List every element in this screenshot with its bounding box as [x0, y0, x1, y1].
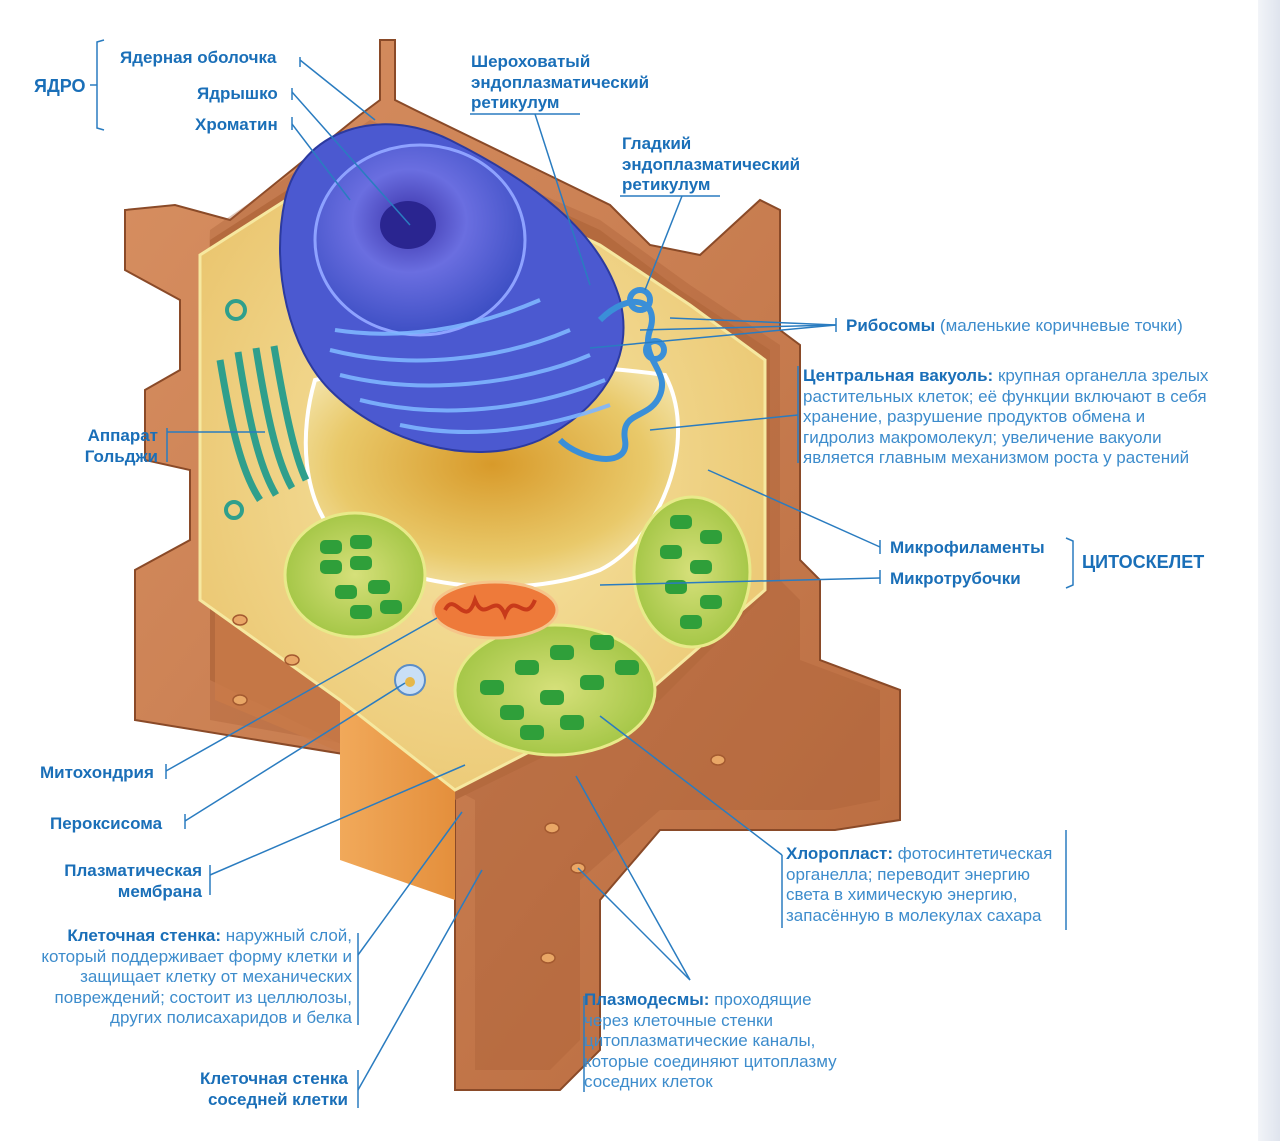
- rough-er-line-1: Шероховатый: [471, 52, 591, 71]
- label-nucleus-group: ЯДРО: [34, 76, 86, 96]
- chloroplast-name: Хлоропласт:: [786, 844, 894, 863]
- smooth-er-line-2: эндоплазматический: [622, 154, 801, 174]
- golgi-line-2: Гольджи: [84, 446, 158, 466]
- plasma-membrane-line-1: Плазматическая: [64, 861, 202, 880]
- cell-wall-line-5: других полисахаридов и белка: [110, 1008, 352, 1027]
- smooth-er: [557, 287, 667, 462]
- label-peroxisome: Пероксисома: [50, 814, 163, 833]
- plasmodesmata-line-5: соседних клеток: [584, 1072, 713, 1091]
- vacuole-line-3: хранение, разрушение продуктов обмена и: [803, 407, 1146, 426]
- cell-wall-line-3: защищает клетку от механических: [80, 967, 352, 986]
- label-plasmodesmata: Плазмодесмы: проходящие через клеточные …: [584, 990, 874, 1093]
- chloroplast-2: [632, 495, 752, 649]
- golgi-line-1: Аппарат: [87, 426, 158, 445]
- label-mitochondrion: Митохондрия: [40, 763, 154, 782]
- plasmodesmata-line-4: которые соединяют цитоплазму: [584, 1051, 837, 1071]
- ribosomes-note: (маленькие коричневые точки): [939, 316, 1183, 335]
- label-chloroplast: Хлоропласт: фотосинтетическая органелла;…: [786, 844, 1076, 926]
- chloroplast-1: [283, 511, 427, 639]
- label-rough-er: Шероховатый эндоплазматический ретикулум: [471, 52, 649, 114]
- chloroplast-3: [453, 623, 657, 757]
- label-ribosomes: Рибосомы (маленькие коричневые точки): [846, 316, 1183, 336]
- chloroplast-line-2: органелла; переводит энергию: [786, 864, 1031, 884]
- smooth-er-line-1: Гладкий: [622, 134, 692, 153]
- plasma-membrane-line-2: мембрана: [117, 882, 202, 901]
- plasmodesmata-name: Плазмодесмы:: [584, 990, 710, 1009]
- label-microtubules: Микротрубочки: [890, 569, 1021, 588]
- label-cell-wall: Клеточная стенка: наружный слой, который…: [10, 926, 352, 1029]
- vacuole-line-5: является главным механизмом роста у раст…: [803, 448, 1190, 467]
- label-plasma-membrane: Плазматическая мембрана: [40, 860, 202, 902]
- plasmodesmata-line-3: цитоплазматические каналы,: [584, 1031, 816, 1050]
- nucleus: [279, 123, 625, 453]
- mitochondrion: [431, 580, 559, 640]
- vacuole-line-4: гидролиз макромолекул; увеличение вакуол…: [803, 427, 1162, 447]
- rough-er-line-3: ретикулум: [471, 93, 560, 112]
- neighbor-wall-line-2: соседней клетки: [207, 1090, 348, 1109]
- chloroplast-line-4: запасённую в молекулах сахара: [786, 905, 1042, 925]
- cell-wall-line-2: который поддерживает форму клетки и: [41, 946, 352, 966]
- page-edge: [1258, 0, 1280, 1141]
- chloroplast-line-3: света в химическую энергию,: [786, 885, 1018, 904]
- cell-wall-line-1: наружный слой,: [225, 926, 352, 945]
- vacuole-name: Центральная вакуоль:: [803, 366, 994, 385]
- vacuole-line-1: крупная органелла зрелых: [997, 366, 1209, 385]
- leader-lines: [90, 39, 1074, 1108]
- label-central-vacuole: Центральная вакуоль: крупная органелла з…: [803, 366, 1243, 469]
- cell-wall-line-4: повреждений; состоит из целлюлозы,: [54, 987, 352, 1007]
- rough-er-line-2: эндоплазматический: [471, 72, 650, 92]
- smooth-er-line-3: ретикулум: [622, 175, 711, 194]
- label-nucleolus: Ядрышко: [197, 84, 278, 103]
- plasmodesmata-line-1: проходящие: [714, 990, 812, 1009]
- label-neighbor-wall: Клеточная стенка соседней клетки: [170, 1068, 348, 1110]
- neighbor-wall-line-1: Клеточная стенка: [200, 1069, 348, 1088]
- ribosomes-name: Рибосомы: [846, 316, 936, 335]
- label-chromatin: Хроматин: [195, 115, 278, 134]
- label-smooth-er: Гладкий эндоплазматический ретикулум: [622, 134, 800, 196]
- chloroplast-line-1: фотосинтетическая: [897, 844, 1053, 863]
- vacuole-line-2: растительных клеток; её функции включают…: [803, 386, 1207, 406]
- plasmodesmata-line-2: через клеточные стенки: [584, 1010, 773, 1030]
- label-cytoskeleton: ЦИТОСКЕЛЕТ: [1082, 552, 1205, 572]
- label-golgi: Аппарат Гольджи: [70, 426, 158, 467]
- golgi-apparatus: [216, 299, 310, 520]
- label-microfilaments: Микрофиламенты: [890, 538, 1045, 557]
- label-nuclear-envelope: Ядерная оболочка: [120, 48, 277, 67]
- peroxisome: [394, 664, 426, 696]
- cell-wall-name: Клеточная стенка:: [67, 926, 221, 945]
